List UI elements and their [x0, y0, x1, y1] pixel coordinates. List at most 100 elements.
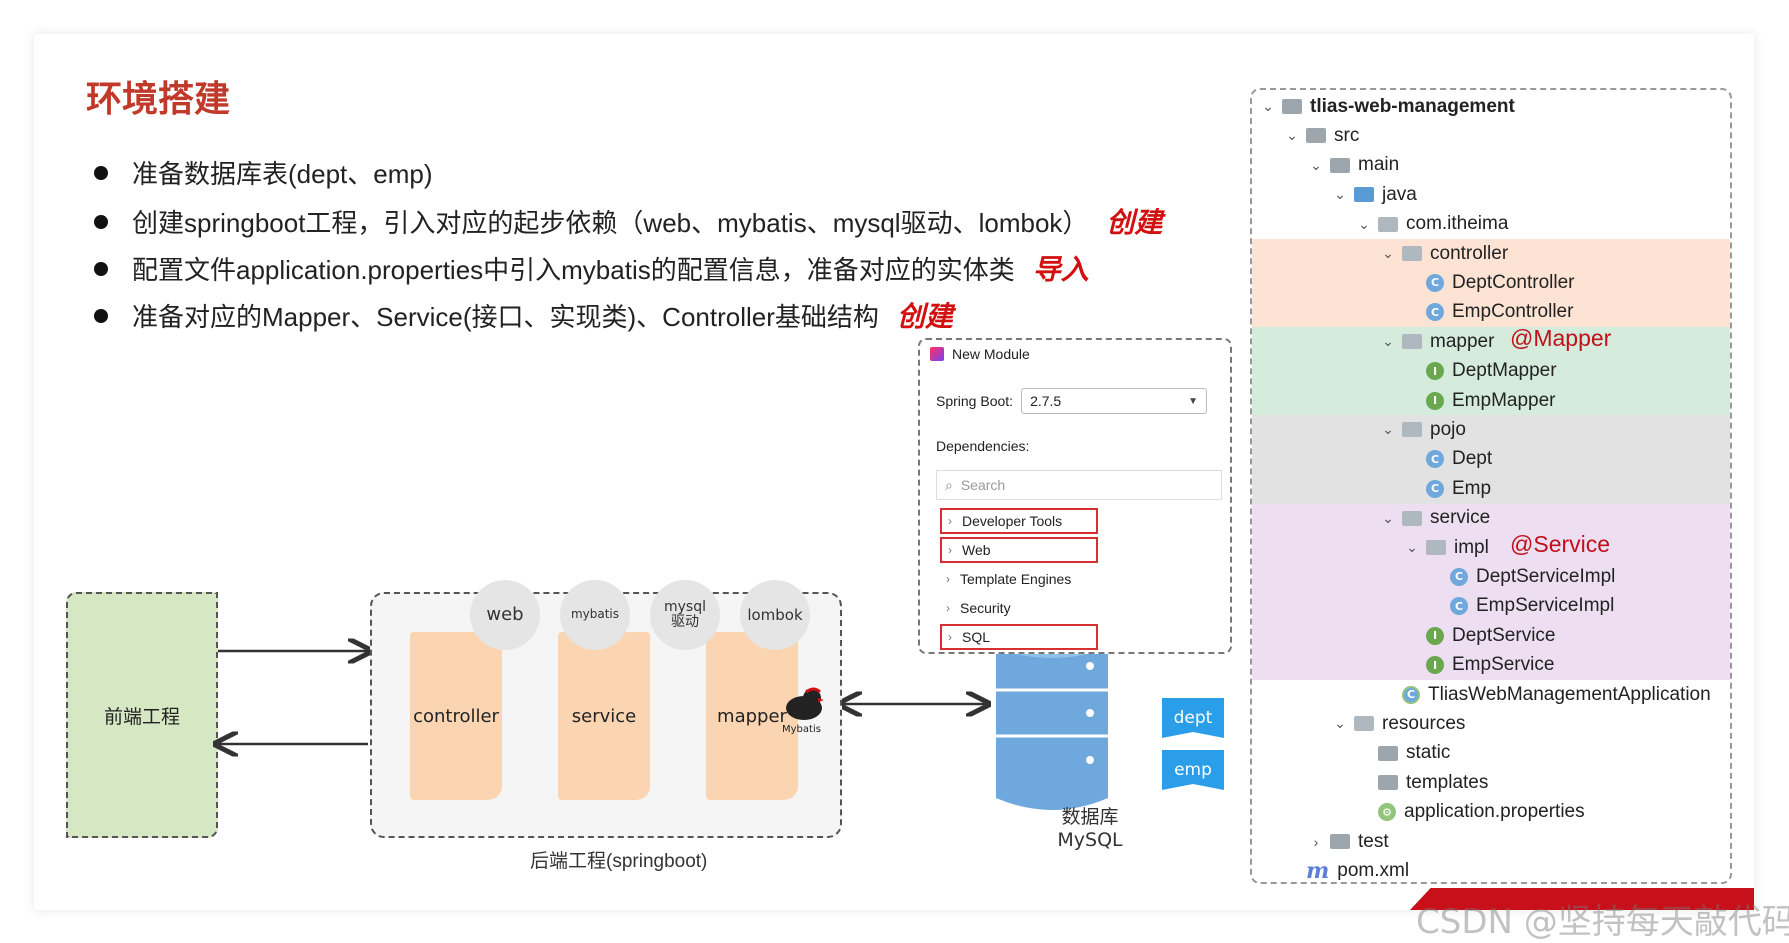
resources-folder-icon [1354, 716, 1374, 732]
tree-item[interactable]: ⚙application.properties [1358, 798, 1585, 827]
slide-title: 环境搭建 [86, 79, 231, 120]
tree-item[interactable]: ⌄main [1310, 151, 1399, 180]
tree-item[interactable]: templates [1358, 768, 1488, 797]
tree-item-label: service [1430, 507, 1491, 529]
tree-item[interactable]: ›test [1310, 827, 1389, 856]
tree-item[interactable]: ⌄ resources [1334, 709, 1465, 738]
dependency-label: Template Engines [960, 571, 1072, 587]
chevron-down-icon: ▼ [1188, 395, 1199, 407]
tree-item-label: DeptServiceImpl [1476, 565, 1616, 587]
tree-item-label: EmpMapper [1452, 389, 1556, 411]
dependency-item-developer-tools[interactable]: ›Developer Tools [940, 508, 1098, 534]
database-label-line-2: MySQL [1057, 828, 1123, 851]
chevron-down-icon[interactable]: ⌄ [1334, 715, 1346, 732]
frontend-box: 前端工程 [66, 592, 218, 838]
chevron-down-icon[interactable]: ⌄ [1382, 245, 1394, 261]
tree-item[interactable]: ⌄impl [1406, 533, 1489, 562]
maven-icon: m [1306, 857, 1330, 884]
tree-item-label: pom.xml [1337, 859, 1410, 881]
bullet-dot [94, 262, 108, 277]
package-icon [1402, 334, 1422, 350]
chevron-down-icon[interactable]: ⌄ [1310, 156, 1322, 173]
class-icon: C [1450, 597, 1468, 616]
source-folder-icon [1354, 187, 1374, 203]
class-icon: C [1426, 479, 1444, 498]
dependency-label: Security [960, 600, 1011, 616]
tree-item[interactable]: ⌄ java [1334, 180, 1417, 209]
chevron-down-icon[interactable]: ⌄ [1406, 539, 1418, 555]
tree-item[interactable]: ⌄ service [1382, 504, 1490, 533]
class-icon: C [1426, 450, 1444, 469]
handwritten-note: 创建 [896, 300, 953, 333]
mybatis-bird-icon [780, 686, 824, 722]
folder-icon [1330, 834, 1350, 849]
tree-item-label: java [1382, 183, 1417, 205]
chevron-down-icon[interactable]: ⌄ [1382, 509, 1394, 526]
tree-item-label: DeptMapper [1452, 360, 1557, 382]
backend-label: 后端工程(springboot) [530, 851, 708, 872]
chevron-down-icon[interactable]: ⌄ [1382, 421, 1394, 438]
intellij-app-icon [930, 347, 944, 361]
layer-mapper: mapper [706, 632, 798, 800]
chevron-down-icon[interactable]: ⌄ [1358, 215, 1370, 232]
spring-boot-label: Spring Boot: [936, 393, 1014, 409]
spring-boot-row: Spring Boot: 2.7.5 ▼ [936, 388, 1208, 414]
tree-item[interactable]: ⌄tlias-web-management [1262, 92, 1515, 121]
tree-item[interactable]: ⌄pojo [1382, 415, 1466, 444]
tree-item[interactable]: ⌄com.itheima [1358, 210, 1508, 239]
bullet-2: 创建springboot工程，引入对应的起步依赖（web、mybatis、mys… [94, 201, 1162, 241]
package-icon [1426, 540, 1446, 555]
tree-item-label: templates [1406, 771, 1489, 793]
dependency-item-web[interactable]: ›Web [940, 537, 1098, 563]
dependency-item-sql[interactable]: ›SQL [940, 624, 1098, 650]
module-folder-icon [1282, 99, 1302, 114]
tree-item[interactable]: C EmpServiceImpl [1430, 592, 1614, 621]
bullet-dot [94, 309, 108, 324]
bullet-dot [94, 166, 108, 181]
dependency-item-security[interactable]: ›Security [940, 595, 1011, 621]
chevron-down-icon[interactable]: ⌄ [1334, 186, 1346, 203]
spring-boot-version-select[interactable]: 2.7.5 ▼ [1021, 388, 1208, 414]
dependency-label: SQL [962, 629, 991, 645]
new-module-dialog: New Module Spring Boot: 2.7.5 ▼ Dependen… [918, 338, 1232, 654]
tree-item-label: resources [1382, 712, 1466, 734]
tree-item[interactable]: m pom.xml [1286, 856, 1410, 884]
tree-item-label: EmpServiceImpl [1476, 595, 1615, 617]
dependency-search-input[interactable]: ⌕ Search [936, 470, 1222, 500]
chevron-down-icon[interactable]: ⌄ [1262, 98, 1274, 114]
folder-icon [1330, 157, 1350, 173]
chevron-down-icon[interactable]: ⌄ [1382, 333, 1394, 350]
dep-label: mysql 驱动 [664, 598, 706, 630]
search-icon: ⌕ [945, 476, 953, 493]
red-banner [1410, 888, 1754, 910]
dependency-label: Developer Tools [962, 513, 1063, 529]
tree-item-label: Emp [1452, 477, 1492, 499]
bullet-text: 准备数据库表(dept、emp) [132, 159, 433, 189]
tree-item[interactable]: ⌄mapper [1382, 327, 1494, 356]
class-icon: C [1426, 273, 1444, 292]
tree-item[interactable]: C Emp [1406, 474, 1491, 503]
dep-label: lombok [747, 605, 803, 624]
annotation-label: @Mapper [1510, 325, 1612, 352]
chevron-down-icon[interactable]: ⌄ [1286, 127, 1298, 144]
tree-item[interactable]: static [1358, 739, 1450, 768]
chevron-right-icon[interactable]: › [1313, 833, 1319, 850]
tree-item-label: static [1406, 742, 1451, 764]
dependency-item-template-engines[interactable]: ›Template Engines [940, 566, 1071, 592]
tree-item-label: controller [1430, 242, 1509, 264]
dep-web: web [470, 580, 540, 650]
interface-icon: I [1426, 656, 1444, 675]
tree-item[interactable]: ⌄src [1286, 121, 1359, 150]
tree-item-label: TliasWebManagementApplication [1428, 683, 1711, 705]
tree-item[interactable]: ⌄ controller [1382, 239, 1508, 268]
handwritten-note: 导入 [1032, 253, 1089, 286]
